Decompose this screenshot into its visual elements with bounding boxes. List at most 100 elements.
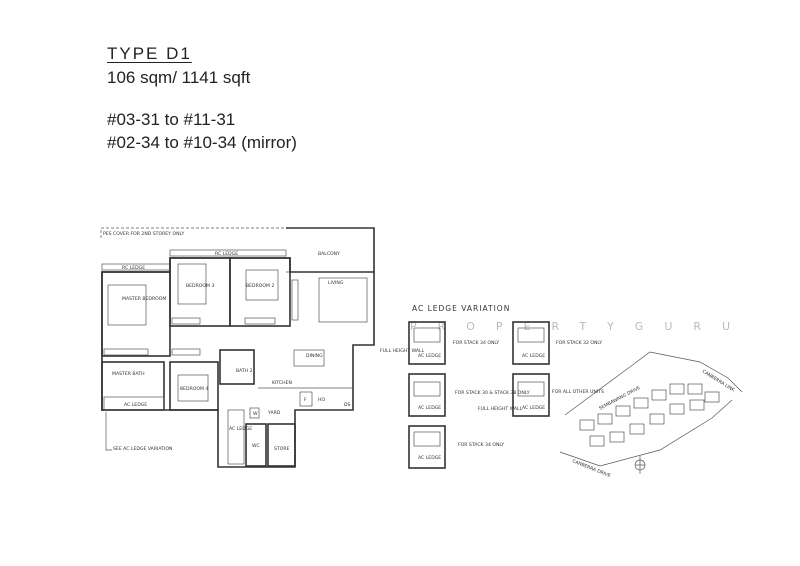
window-bedroom-2 [244,317,276,325]
ac-ledge-left-box [103,396,165,411]
variation-box-2-label: AC LEDGE [522,353,545,359]
window-bedroom-4 [171,348,201,356]
variation-box-5-label: AC LEDGE [418,455,441,461]
unit-header: TYPE D1 106 sqm/ 1141 sqft #03-31 to #11… [107,44,297,154]
site-block [687,383,703,395]
unit-numbers: #03-31 to #11-31 #02-34 to #10-34 (mirro… [107,108,297,154]
site-blocks [579,383,720,447]
site-block [669,383,685,395]
site-road-north [564,351,743,416]
site-block [629,423,645,435]
unit-range-2: #02-34 to #10-34 (mirror) [107,133,297,152]
master-bedroom-room [101,271,171,357]
site-block [669,403,685,415]
window-bedroom-3 [171,317,201,325]
variation-box-1 [408,321,446,365]
bedroom-4-bed [177,374,209,402]
site-block [609,431,625,443]
bedroom-2-room [229,257,291,327]
unit-type-title: TYPE D1 [107,44,192,63]
bedroom-3-bed [177,263,207,305]
ac-ledge-mid-box [227,409,245,465]
floor-plan: PES COVER FOR 2ND STOREY ONLY RC LEDGE R… [100,227,375,468]
site-block [689,399,705,411]
bedroom-2-bed [245,269,279,301]
master-bath-label: MASTER BATH [112,371,145,377]
unit-range-1: #03-31 to #11-31 [107,110,236,129]
wc-label: WC [252,443,260,449]
window-master [103,348,149,356]
bedroom-2-label: BEDROOM 2 [246,283,274,289]
balcony-label: BALCONY [318,251,340,257]
master-bedroom-label: MASTER BEDROOM [122,296,166,302]
wc-room [245,423,267,467]
north-arrow-cross [635,456,645,474]
dishrack-label: DS [344,402,351,408]
bedroom-3-room [169,257,231,327]
bedroom-4-label: BEDROOM 4 [180,386,208,392]
variation-other-units: FOR ALL OTHER UNITS [552,389,604,395]
dining-table [293,349,325,367]
fridge-label: F [304,397,307,403]
bath-2-room [219,349,255,385]
site-block [633,397,649,409]
pes-note-label: PES COVER FOR 2ND STOREY ONLY [103,231,184,237]
dining-label: DINING [306,353,323,359]
washer-box [249,407,260,419]
master-bedroom-bed [107,284,147,326]
living-sofa [318,277,368,323]
variation-box-1-unit [413,327,441,343]
ac-ledge-variation: AC LEDGE VARIATION AC LEDGE FULL HEIGHT … [380,304,604,469]
variation-box-5 [408,425,446,469]
variation-stack34a: FOR STACK 34 ONLY [453,340,499,346]
variation-stack30: FOR STACK 30 & STACK 38 ONLY [455,390,530,396]
hob-label: HO [318,397,325,403]
site-block [649,413,665,425]
fridge-box [299,391,313,407]
site-block [589,435,605,447]
store-label: STORE [274,446,290,452]
rc-ledge-left-label: RC LEDGE [122,265,145,271]
site-block [704,391,720,403]
site-road-south [559,399,733,467]
watermark-text: PROPERTYGURU [410,320,751,333]
rc-ledge-top [169,249,287,257]
variation-stack34b: FOR STACK 34 ONLY [458,442,504,448]
yard-label: YARD [267,410,281,416]
site-block [615,405,631,417]
site-block [597,413,613,425]
variation-box-1-label: AC LEDGE [418,353,441,359]
washer-label: W [253,411,258,417]
variation-stack32: FOR STACK 32 ONLY [556,340,602,346]
variation-box-3-unit [413,381,441,397]
site-block [579,419,595,431]
road-canberra-drive: CANBERRA DRIVE [571,458,611,479]
variation-title: AC LEDGE VARIATION [412,304,510,313]
unit-area: 106 sqm/ 1141 sqft [107,68,251,87]
variation-full-height-1: FULL HEIGHT WALL [380,348,425,354]
variation-box-2 [512,321,550,365]
living-label: LIVING [328,280,344,286]
variation-box-4-label: AC LEDGE [522,405,545,411]
balcony-outline [286,227,375,272]
ac-ledge-left-label: AC LEDGE [124,402,147,408]
bedroom-windows [103,317,276,356]
ac-ledge-mid-label: AC LEDGE [229,426,252,432]
variation-full-height-2: FULL HEIGHT WALL [478,406,523,412]
variation-leader [105,412,112,451]
bedroom-3-label: BEDROOM 3 [186,283,214,289]
bedroom-4-room [169,361,219,411]
variation-box-3-label: AC LEDGE [418,405,441,411]
bath-2-label: BATH 2 [236,368,253,374]
site-block [651,389,667,401]
variation-box-4 [512,373,550,417]
variation-box-3 [408,373,446,417]
living-window [291,279,299,321]
rc-ledge-top-label: RC LEDGE [215,251,238,257]
variation-box-2-unit [517,327,545,343]
store-room [267,423,296,467]
variation-box-4-unit [517,381,545,397]
site-plan: CANBERRA LINK SEMBAWANG DRIVE CANBERRA D… [559,351,743,479]
kitchen-label: KITCHEN [272,380,292,386]
